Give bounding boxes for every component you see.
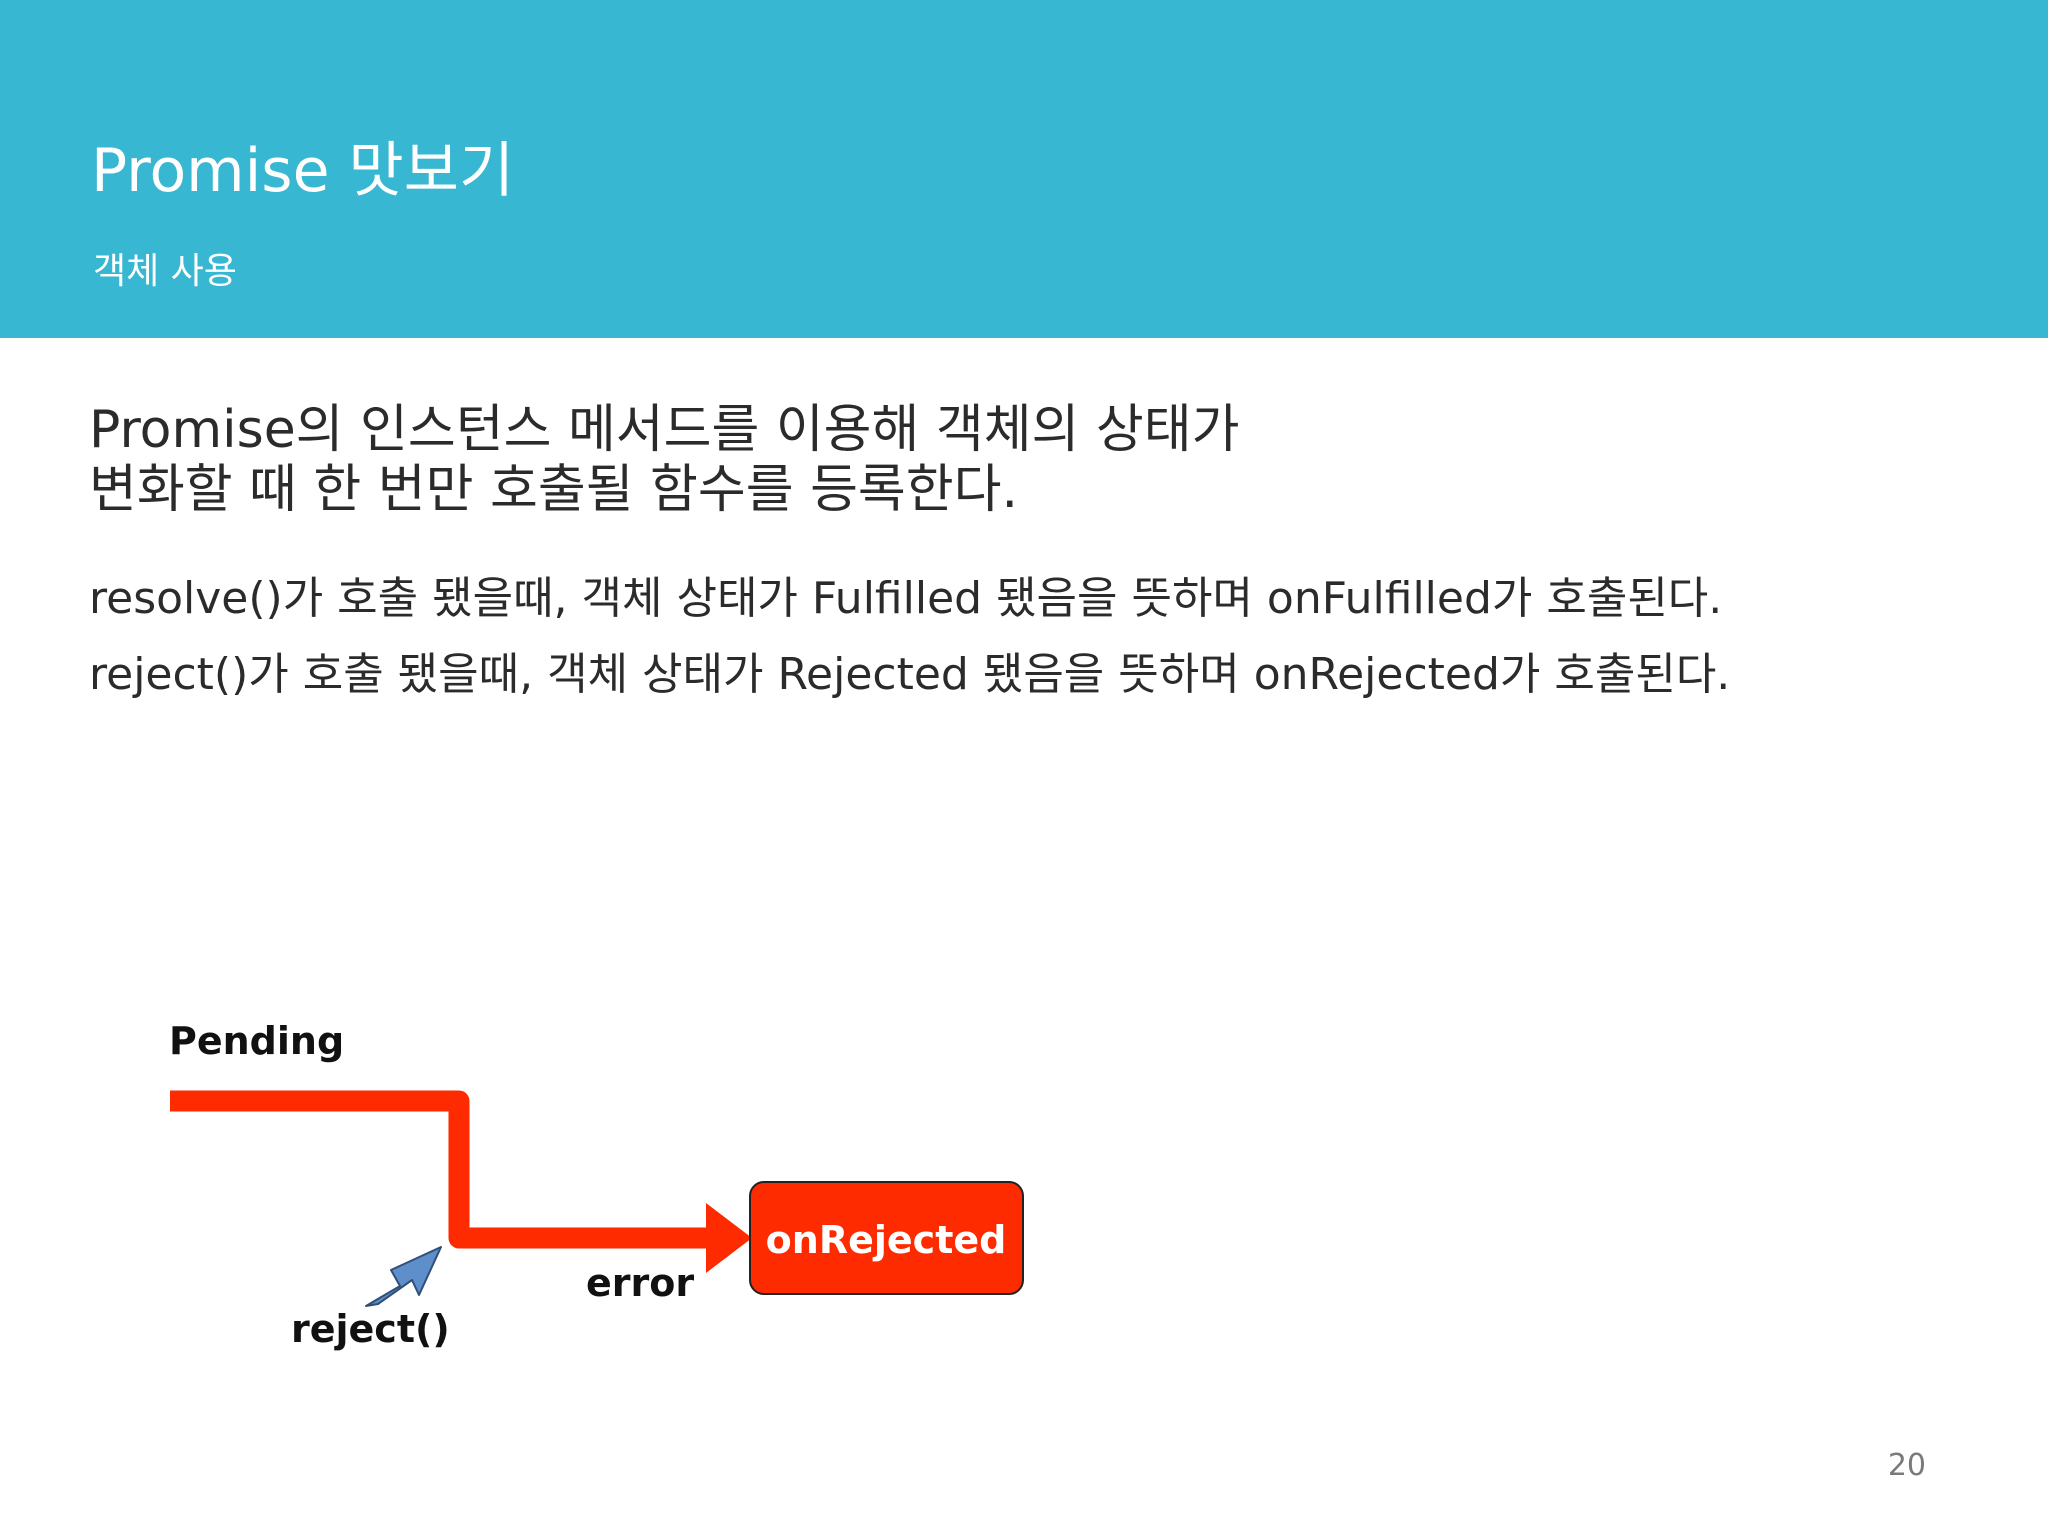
lead-paragraph: Promise의 인스턴스 메서드를 이용해 객체의 상태가 변화할 때 한 번… [89, 400, 1239, 520]
slide-subtitle: 객체 사용 [93, 251, 237, 292]
slide-title: Promise 맛보기 [91, 136, 515, 206]
lead-line-2: 변화할 때 한 번만 호출될 함수를 등록한다. [89, 460, 1018, 520]
slide-header: Promise 맛보기 객체 사용 [0, 0, 2048, 338]
pending-label: Pending [169, 1019, 344, 1063]
error-label: error [586, 1261, 694, 1305]
on-rejected-box [749, 1181, 1024, 1295]
body-line-reject: reject()가 호출 됐을때, 객체 상태가 Rejected 됐음을 뜻하… [89, 649, 1731, 700]
body-line-resolve: resolve()가 호출 됐을때, 객체 상태가 Fulfilled 됐음을 … [89, 573, 1723, 624]
state-flow-line [170, 1090, 712, 1249]
flow-arrow-head [706, 1203, 752, 1273]
lead-line-1: Promise의 인스턴스 메서드를 이용해 객체의 상태가 [89, 400, 1240, 460]
on-rejected-label: onRejected [766, 1218, 1007, 1262]
reject-call-label: reject() [291, 1307, 450, 1351]
reject-pointer-arrow [365, 1246, 442, 1307]
page-number: 20 [1887, 1448, 1926, 1483]
